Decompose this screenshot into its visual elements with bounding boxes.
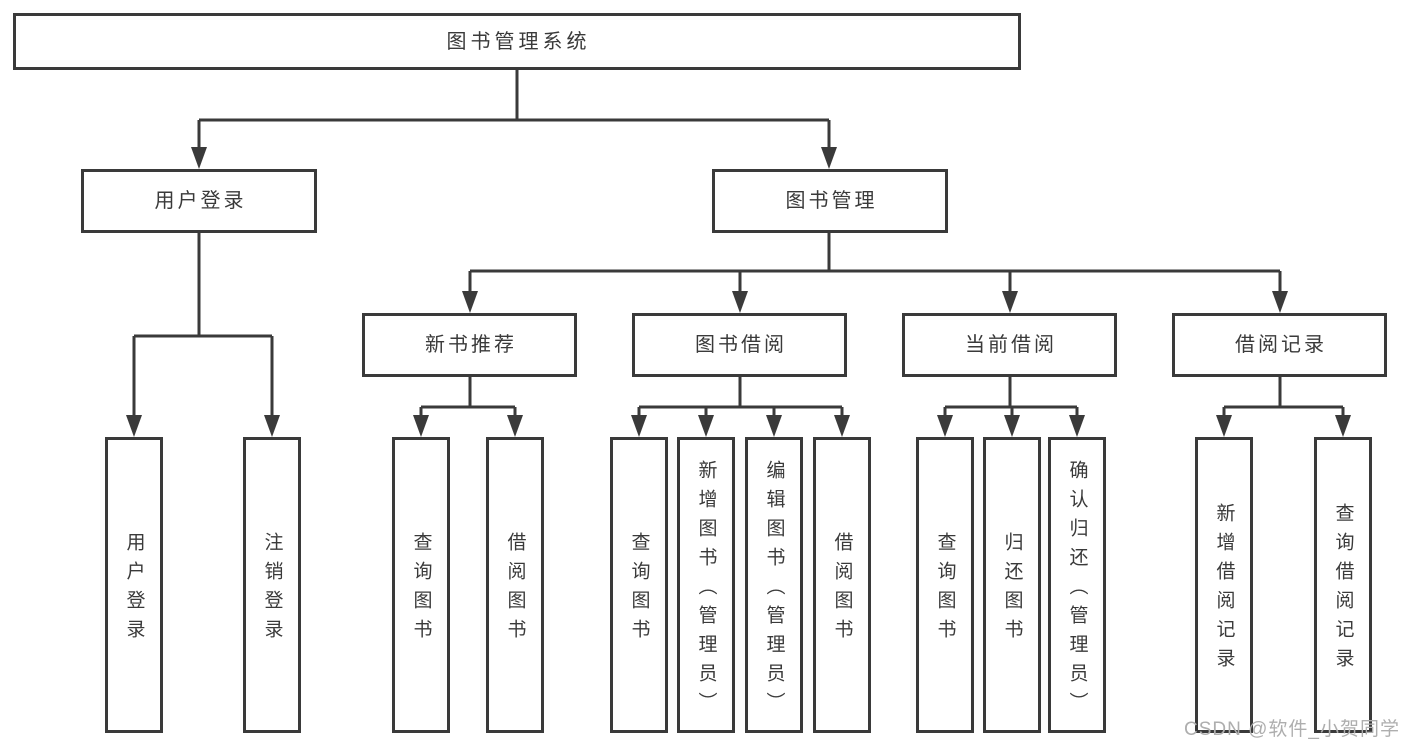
- leaf-borrow-add-books-admin: 新增图书（管理员）: [677, 437, 735, 733]
- connector-userlogin-to-leaves: [132, 233, 274, 418]
- arrowhead: [1069, 415, 1085, 437]
- arrowhead: [507, 415, 523, 437]
- arrowhead: [732, 291, 748, 313]
- arrowhead: [1272, 291, 1288, 313]
- connector-records-to-leaves: [1222, 377, 1345, 418]
- connector-newbooks-to-leaves: [419, 377, 517, 418]
- arrowhead: [698, 415, 714, 437]
- leaf-current-query-books: 查询图书: [916, 437, 974, 733]
- arrowhead: [126, 415, 142, 437]
- node-user-login: 用户登录: [81, 169, 317, 233]
- arrowhead: [1335, 415, 1351, 437]
- leaf-borrow-edit-books-admin: 编辑图书（管理员）: [745, 437, 803, 733]
- node-borrow-records: 借阅记录: [1172, 313, 1387, 377]
- arrowhead: [821, 147, 837, 169]
- leaf-borrow-borrow-books: 借阅图书: [813, 437, 871, 733]
- arrowhead: [191, 147, 207, 169]
- node-new-book-recommend: 新书推荐: [362, 313, 577, 377]
- connector-root-to-branches: [197, 70, 831, 150]
- arrowhead: [766, 415, 782, 437]
- leaf-user-login: 用户登录: [105, 437, 163, 733]
- arrowhead: [834, 415, 850, 437]
- arrowhead: [264, 415, 280, 437]
- leaf-newbooks-query-books: 查询图书: [392, 437, 450, 733]
- arrowhead: [631, 415, 647, 437]
- arrowhead: [462, 291, 478, 313]
- leaf-newbooks-borrow-books: 借阅图书: [486, 437, 544, 733]
- connector-currentborrow-to-leaves: [943, 377, 1079, 418]
- arrowhead: [413, 415, 429, 437]
- node-current-borrow: 当前借阅: [902, 313, 1117, 377]
- arrowhead: [1002, 291, 1018, 313]
- connector-bookborrow-to-leaves: [637, 377, 844, 418]
- leaf-records-add-record: 新增借阅记录: [1195, 437, 1253, 733]
- leaf-logout: 注销登录: [243, 437, 301, 733]
- leaf-current-confirm-return-admin: 确认归还（管理员）: [1048, 437, 1106, 733]
- leaf-current-return-books: 归还图书: [983, 437, 1041, 733]
- arrowhead: [1216, 415, 1232, 437]
- csdn-watermark: CSDN @软件_小贺同学: [1184, 719, 1400, 740]
- arrowhead: [937, 415, 953, 437]
- connector-bookmgmt-to-sections: [468, 233, 1282, 294]
- arrowhead: [1004, 415, 1020, 437]
- node-book-borrow: 图书借阅: [632, 313, 847, 377]
- node-book-management: 图书管理: [712, 169, 948, 233]
- leaf-borrow-query-books: 查询图书: [610, 437, 668, 733]
- node-root-system: 图书管理系统: [13, 13, 1021, 70]
- leaf-records-query-record: 查询借阅记录: [1314, 437, 1372, 733]
